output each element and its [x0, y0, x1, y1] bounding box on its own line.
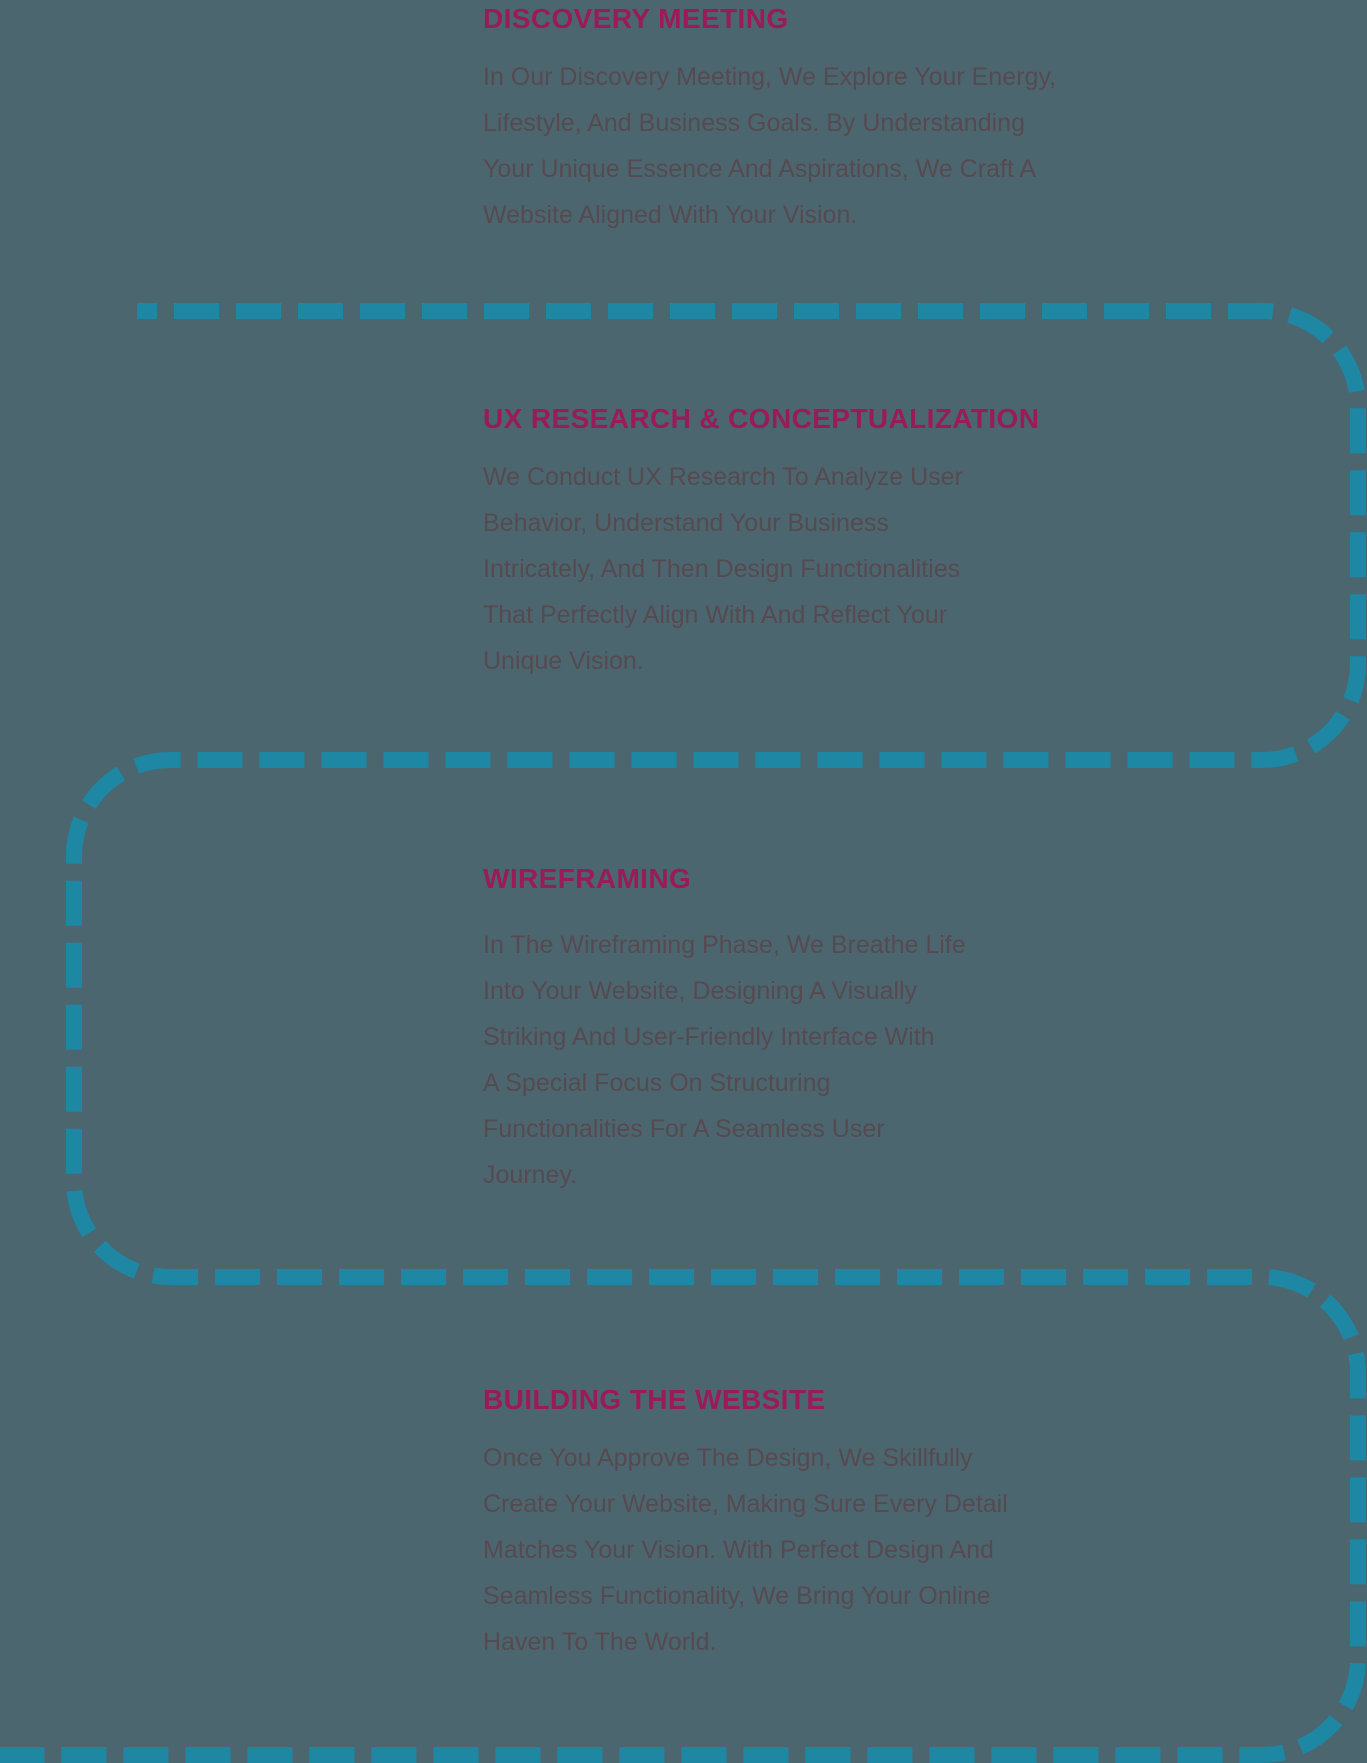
process-step-ux-research: UX RESEARCH & CONCEPTUALIZATION We Condu…	[483, 402, 1123, 684]
step-title: BUILDING THE WEBSITE	[483, 1384, 826, 1415]
step-title: DISCOVERY MEETING	[483, 3, 789, 34]
step-description: Once You Approve The Design, We Skillful…	[483, 1444, 1008, 1656]
step-description: In Our Discovery Meeting, We Explore You…	[483, 63, 1056, 229]
process-step-building-website: BUILDING THE WEBSITE Once You Approve Th…	[483, 1383, 1123, 1665]
dashed-connector-path	[0, 303, 1366, 1763]
step-description: We Conduct UX Research To Analyze User B…	[483, 463, 963, 675]
process-step-wireframing: WIREFRAMING In The Wireframing Phase, We…	[483, 862, 1123, 1198]
process-step-discovery-meeting: DISCOVERY MEETING In Our Discovery Meeti…	[483, 2, 1123, 238]
step-title: UX RESEARCH & CONCEPTUALIZATION	[483, 403, 1040, 434]
step-description: In The Wireframing Phase, We Breathe Lif…	[483, 931, 966, 1189]
step-title: WIREFRAMING	[483, 863, 692, 894]
